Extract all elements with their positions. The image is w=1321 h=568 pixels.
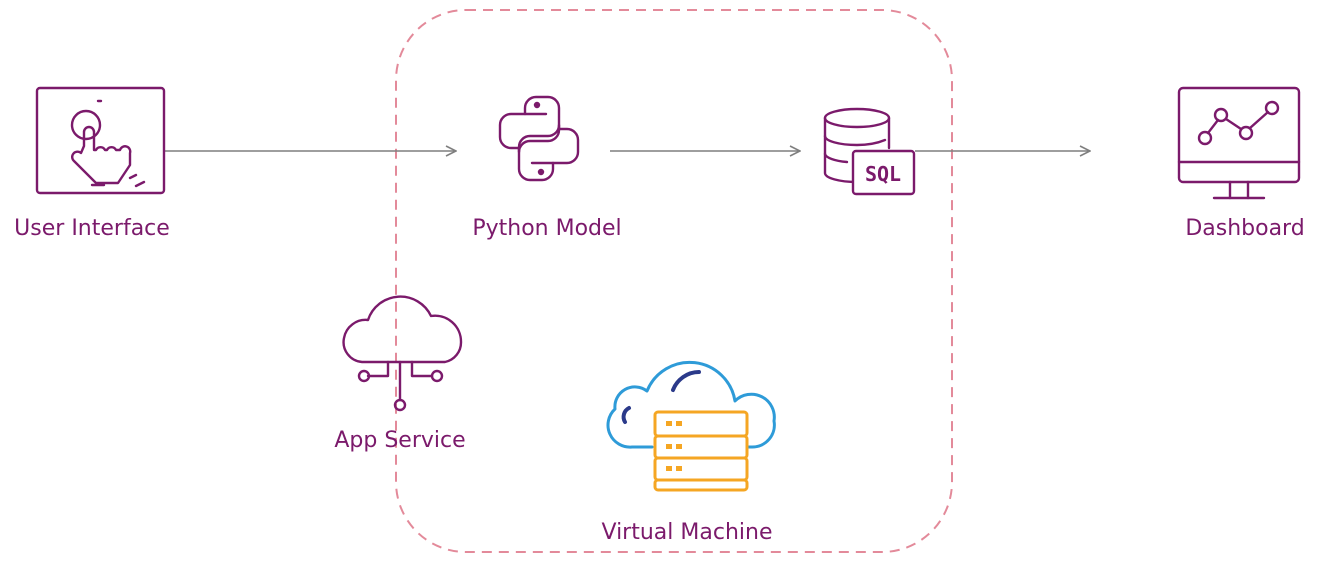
touch-screen-icon: [35, 86, 166, 195]
user-interface-label: User Interface: [14, 216, 170, 241]
sql-icon-text: SQL: [865, 162, 901, 186]
service-boundary: [395, 9, 953, 553]
cloud-server-icon: [606, 360, 776, 492]
virtual-machine-label: Virtual Machine: [601, 520, 773, 545]
python-logo-icon: [498, 95, 580, 182]
app-service-label: App Service: [334, 428, 466, 453]
python-model-label: Python Model: [472, 216, 622, 241]
cloud-network-icon: [342, 295, 463, 412]
dashboard-label: Dashboard: [1185, 216, 1305, 241]
sql-database-icon: [823, 107, 916, 196]
monitor-line-chart-icon: [1177, 86, 1301, 200]
